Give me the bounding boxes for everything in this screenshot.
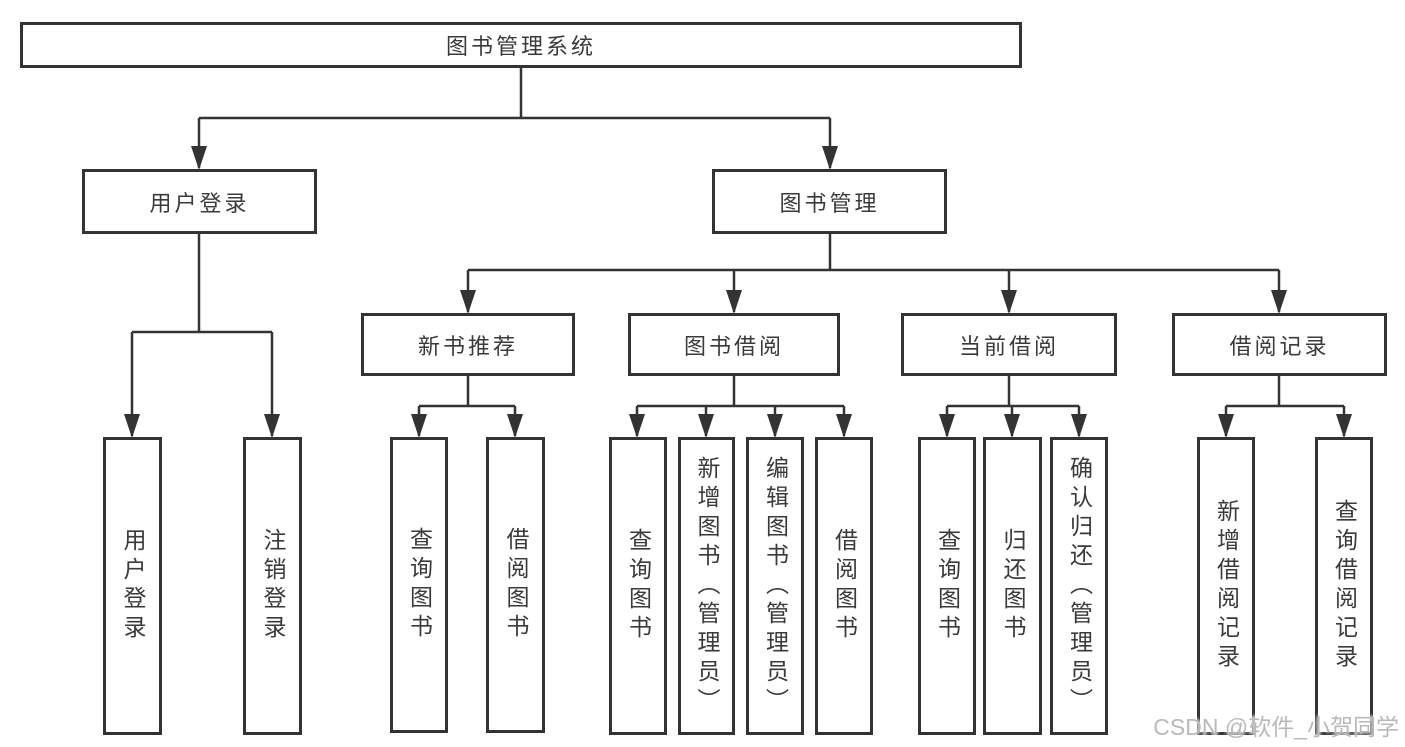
leaf-query-books-current: 查询图书 xyxy=(918,437,976,735)
leaf-borrow-books-recommend: 借阅图书 xyxy=(486,437,545,733)
leaf-logout: 注销登录 xyxy=(243,437,302,735)
leaf-user-login: 用户登录 xyxy=(103,437,162,735)
node-book-borrow-label: 图书借阅 xyxy=(683,333,784,359)
leaf-user-login-label: 用户登录 xyxy=(120,528,146,644)
leaf-query-books-borrow-label: 查询图书 xyxy=(625,528,652,644)
node-borrow-records-label: 借阅记录 xyxy=(1229,333,1330,359)
node-book-management: 图书管理 xyxy=(712,169,947,234)
leaf-query-books-recommend-label: 查询图书 xyxy=(406,527,433,643)
leaf-return-book-label: 归还图书 xyxy=(1000,528,1026,644)
leaf-edit-book-admin-label: 编辑图书（管理员） xyxy=(762,455,789,717)
leaf-add-borrow-record-label: 新增借阅记录 xyxy=(1213,499,1240,673)
node-new-book-recommend: 新书推荐 xyxy=(361,313,575,376)
leaf-logout-label: 注销登录 xyxy=(260,528,286,644)
node-book-borrow: 图书借阅 xyxy=(628,313,840,376)
node-current-borrow: 当前借阅 xyxy=(901,313,1117,376)
leaf-query-borrow-record: 查询借阅记录 xyxy=(1315,437,1373,735)
node-user-login-label: 用户登录 xyxy=(149,190,250,216)
leaf-return-book: 归还图书 xyxy=(983,437,1042,735)
leaf-query-books-recommend: 查询图书 xyxy=(390,437,448,733)
node-borrow-records: 借阅记录 xyxy=(1172,313,1387,376)
leaf-query-books-current-label: 查询图书 xyxy=(934,528,961,644)
leaf-confirm-return-admin-label: 确认归还（管理员） xyxy=(1066,455,1093,717)
leaf-borrow-books-label: 借阅图书 xyxy=(831,528,858,644)
node-root: 图书管理系统 xyxy=(20,22,1022,68)
leaf-add-book-admin-label: 新增图书（管理员） xyxy=(694,455,720,717)
leaf-query-books-borrow: 查询图书 xyxy=(609,437,667,735)
node-book-management-label: 图书管理 xyxy=(779,190,880,216)
leaf-borrow-books-recommend-label: 借阅图书 xyxy=(503,527,529,643)
node-user-login: 用户登录 xyxy=(82,169,317,234)
node-current-borrow-label: 当前借阅 xyxy=(958,333,1059,359)
leaf-borrow-books: 借阅图书 xyxy=(815,437,873,735)
leaf-add-book-admin: 新增图书（管理员） xyxy=(678,437,735,735)
leaf-confirm-return-admin: 确认归还（管理员） xyxy=(1050,437,1108,735)
leaf-add-borrow-record: 新增借阅记录 xyxy=(1197,437,1255,735)
node-new-book-recommend-label: 新书推荐 xyxy=(417,333,518,359)
leaf-edit-book-admin: 编辑图书（管理员） xyxy=(746,437,804,735)
leaf-query-borrow-record-label: 查询借阅记录 xyxy=(1331,499,1358,673)
node-root-label: 图书管理系统 xyxy=(445,34,596,59)
watermark: CSDN @软件_小贺同学 xyxy=(1153,714,1399,740)
